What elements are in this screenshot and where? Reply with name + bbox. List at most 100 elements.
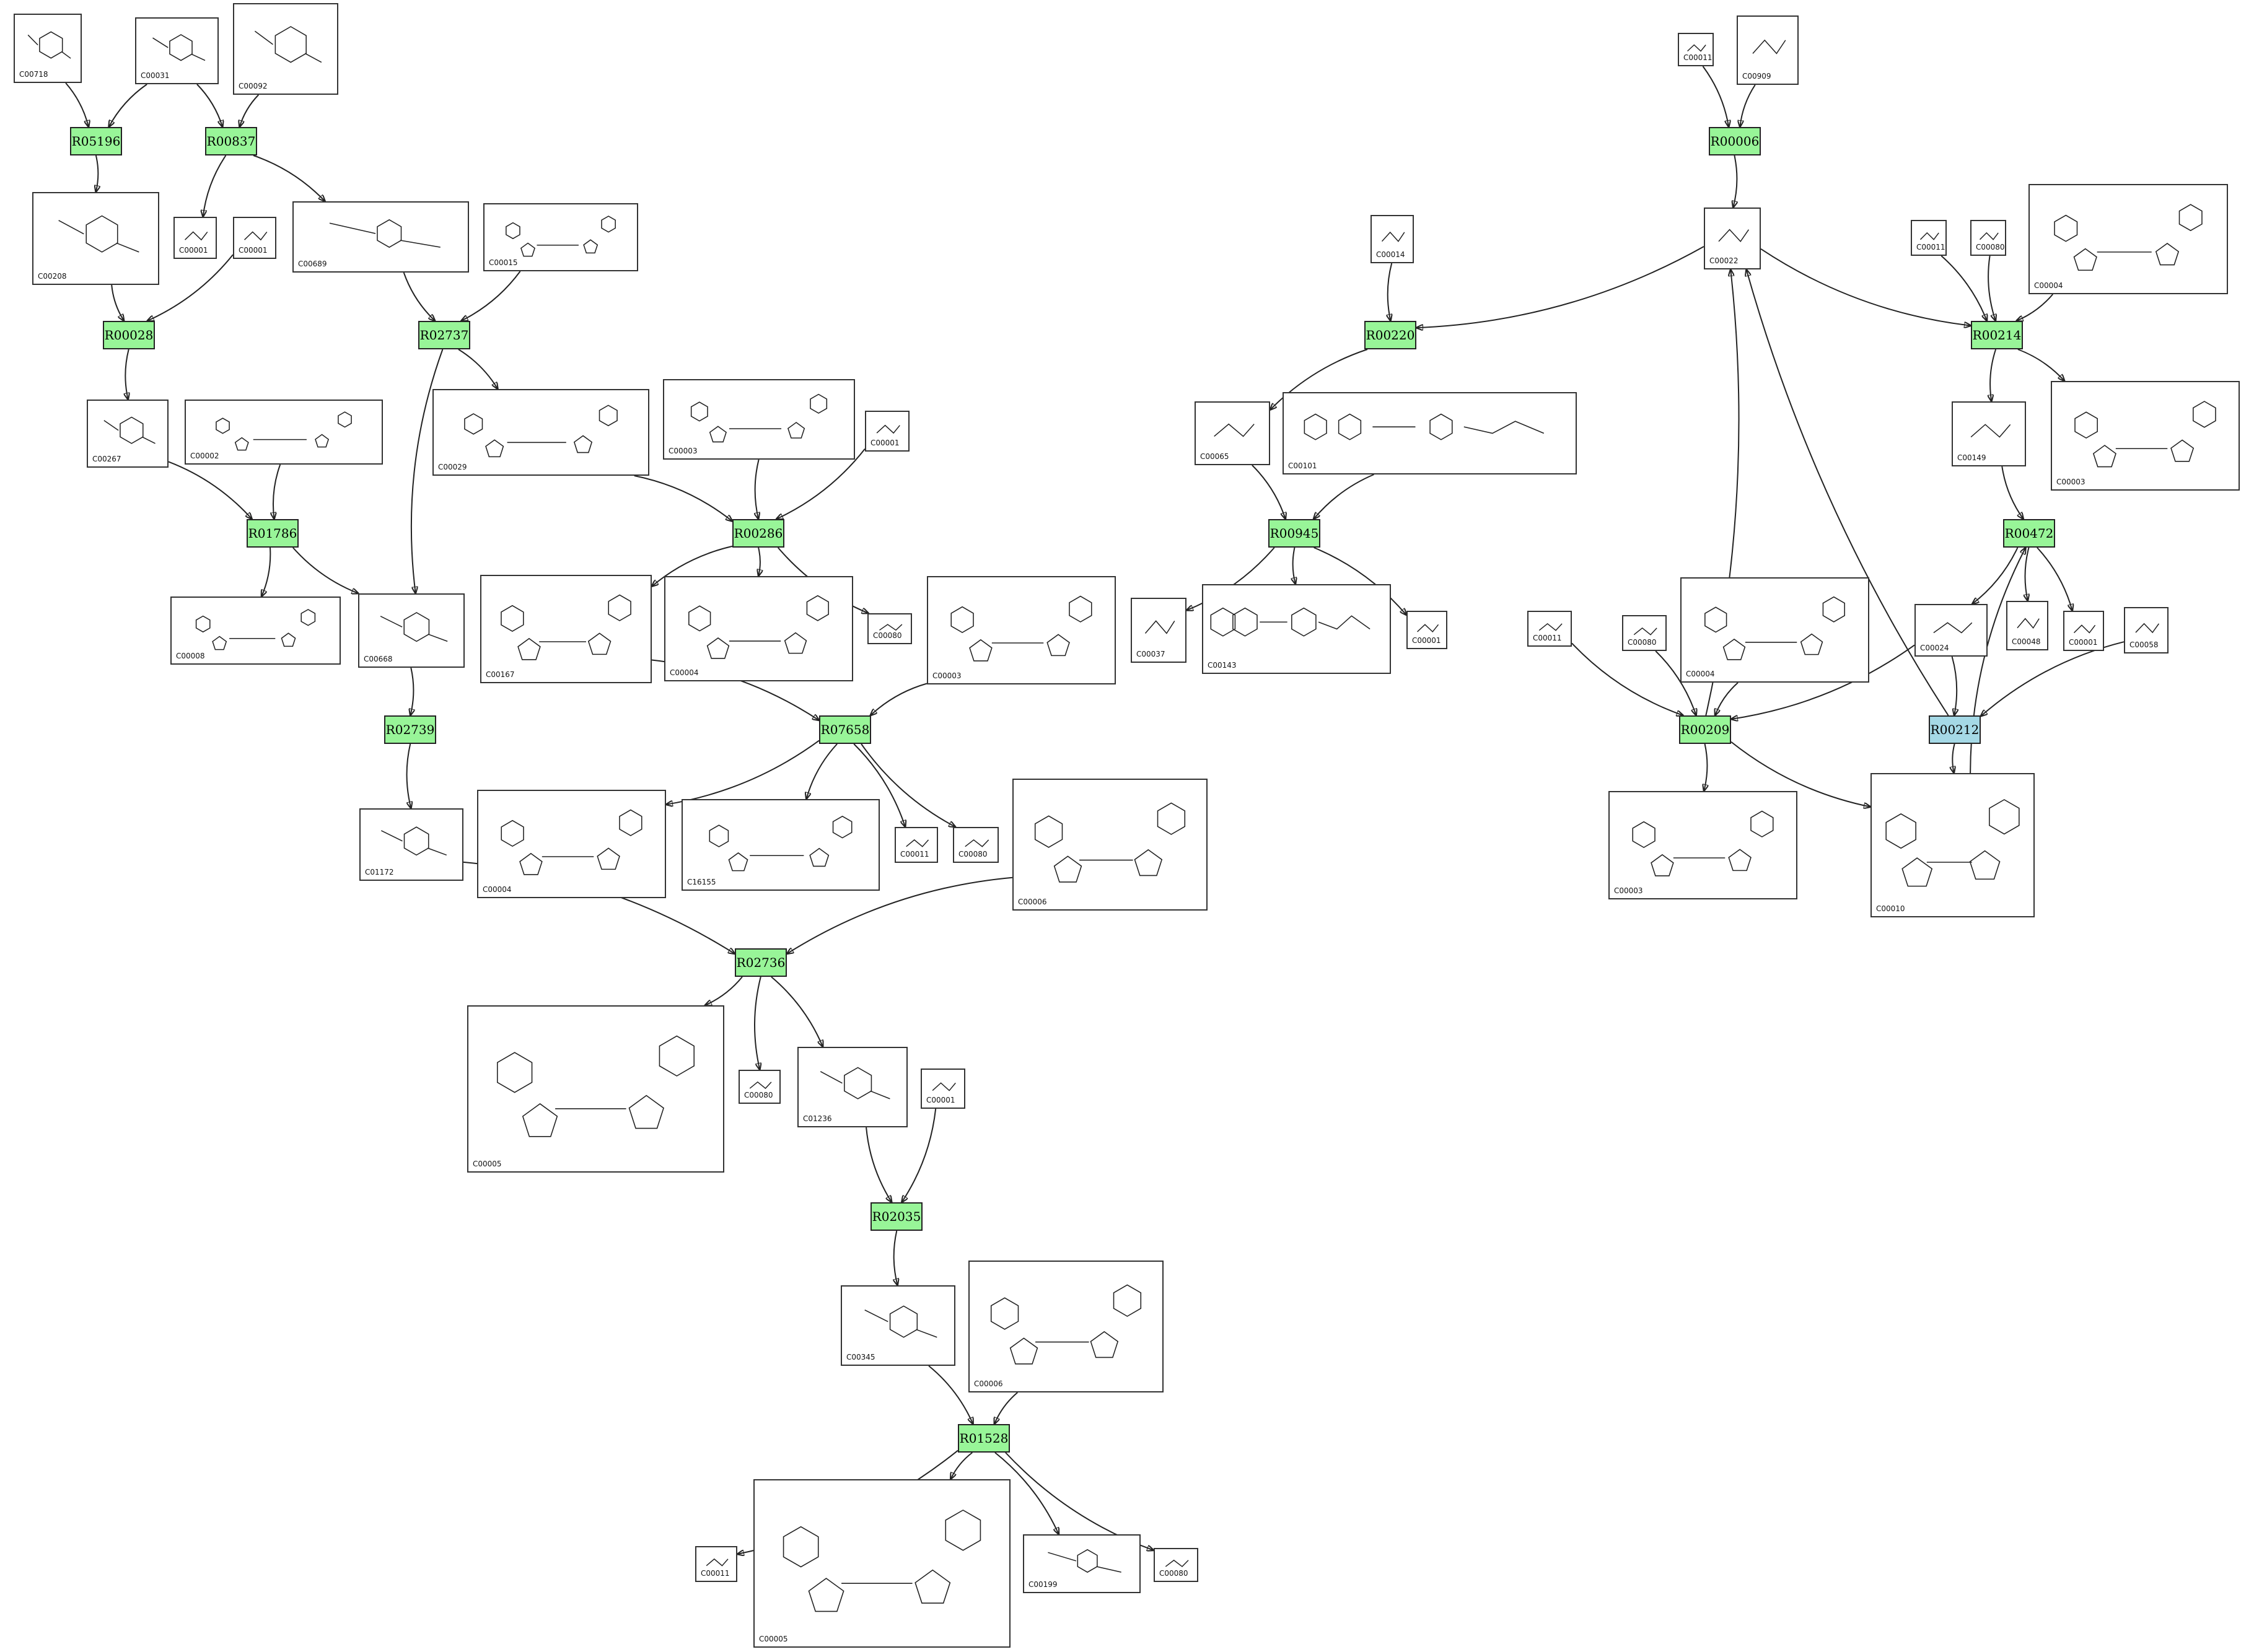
reaction-r00220[interactable]: R00220 (1364, 321, 1416, 349)
reaction-r00837[interactable]: R00837 (205, 127, 257, 155)
compound-c00024[interactable]: C00024 (1914, 604, 1988, 657)
compound-c00143[interactable]: C00143 (1202, 584, 1391, 674)
compound-id-label: C00011 (900, 850, 929, 859)
compound-c00001c[interactable]: C00001 (865, 411, 910, 452)
edge-R07658-c00080b (861, 743, 955, 827)
compound-c00199[interactable]: C00199 (1023, 1534, 1141, 1593)
compound-c00001b[interactable]: C00001 (233, 217, 276, 259)
compound-c00208[interactable]: C00208 (32, 192, 159, 285)
reaction-r02035[interactable]: R02035 (871, 1202, 923, 1231)
compound-c00065[interactable]: C00065 (1195, 401, 1270, 465)
structure-icon (688, 595, 829, 659)
compound-c00718[interactable]: C00718 (14, 14, 82, 83)
reaction-r00028[interactable]: R00028 (103, 321, 155, 349)
compound-c00002[interactable]: C00002 (185, 400, 383, 465)
compound-c00005b[interactable]: C00005 (753, 1479, 1011, 1648)
compound-c00006b[interactable]: C00006 (968, 1261, 1164, 1392)
compound-c00001e[interactable]: C00001 (1406, 611, 1447, 649)
edge-c00668-R02739 (410, 667, 413, 715)
compound-c00029[interactable]: C00029 (432, 389, 649, 476)
structure-icon (501, 594, 631, 660)
compound-c00167[interactable]: C00167 (480, 575, 652, 683)
compound-c16155[interactable]: C16155 (682, 799, 880, 891)
reaction-r00214[interactable]: R00214 (1971, 321, 2023, 349)
edge-c00014-R00220 (1388, 263, 1392, 321)
reaction-r01528[interactable]: R01528 (958, 1424, 1010, 1453)
compound-c00004a[interactable]: C00004 (664, 576, 853, 681)
compound-c00080c[interactable]: C00080 (739, 1070, 781, 1104)
compound-c00014[interactable]: C00014 (1370, 215, 1414, 263)
compound-c00004b[interactable]: C00004 (477, 790, 666, 898)
compound-id-label: C00080 (1976, 243, 2005, 251)
reaction-r00212[interactable]: R00212 (1929, 715, 1981, 744)
edge-c00909-R00006 (1740, 84, 1756, 127)
reaction-r00209[interactable]: R00209 (1679, 715, 1731, 744)
compound-c00022[interactable]: C00022 (1704, 208, 1761, 269)
reaction-r02739[interactable]: R02739 (384, 715, 436, 744)
edge-R00837-c00001a (203, 155, 227, 217)
compound-c00080f[interactable]: C00080 (1622, 615, 1667, 651)
compound-c00001a[interactable]: C00001 (173, 217, 217, 259)
reaction-r00006[interactable]: R00006 (1709, 127, 1761, 155)
edge-R00214-c00149 (1990, 349, 1997, 401)
edge-R00006-c00022 (1733, 155, 1737, 208)
compound-c00909[interactable]: C00909 (1737, 15, 1799, 85)
compound-c00003a[interactable]: C00003 (663, 379, 855, 460)
reaction-r05196[interactable]: R05196 (70, 127, 122, 155)
compound-id-label: C00031 (141, 71, 170, 80)
compound-c00001d[interactable]: C00001 (921, 1069, 965, 1109)
structure-icon (879, 624, 903, 631)
compound-c00345[interactable]: C00345 (841, 1285, 955, 1366)
compound-c00267[interactable]: C00267 (87, 400, 169, 468)
reaction-r02737[interactable]: R02737 (418, 321, 470, 349)
compound-c00003b[interactable]: C00003 (927, 576, 1116, 684)
compound-c00006a[interactable]: C00006 (1012, 779, 1208, 911)
compound-c00011d[interactable]: C00011 (1911, 220, 1947, 256)
compound-c00689[interactable]: C00689 (292, 201, 469, 273)
structure-icon (244, 231, 268, 241)
compound-c00031[interactable]: C00031 (135, 17, 219, 84)
edge-R00472-c00048 (2025, 547, 2028, 601)
structure-icon (501, 809, 642, 875)
compound-c00005a[interactable]: C00005 (467, 1005, 724, 1173)
reaction-r00945[interactable]: R00945 (1268, 519, 1320, 548)
compound-c00092[interactable]: C00092 (233, 3, 338, 95)
compound-c00011b[interactable]: C00011 (695, 1546, 737, 1582)
compound-c00008[interactable]: C00008 (170, 597, 341, 665)
compound-id-label: C00006 (1018, 898, 1047, 906)
compound-c00668[interactable]: C00668 (358, 593, 465, 668)
reaction-r07658[interactable]: R07658 (819, 715, 871, 744)
compound-id-label: C00048 (2012, 637, 2041, 646)
reaction-r02736[interactable]: R02736 (735, 948, 787, 977)
edge-R02739-c01172 (406, 743, 411, 808)
compound-c01236[interactable]: C01236 (797, 1047, 908, 1127)
compound-c00037[interactable]: C00037 (1131, 598, 1186, 663)
compound-c00011a[interactable]: C00011 (895, 827, 938, 863)
reaction-r00286[interactable]: R00286 (732, 519, 784, 548)
structure-icon (2017, 618, 2040, 629)
reaction-r00472[interactable]: R00472 (2003, 519, 2055, 548)
compound-c00080e[interactable]: C00080 (1970, 220, 2006, 256)
compound-c00058[interactable]: C00058 (2124, 607, 2169, 653)
reaction-r01786[interactable]: R01786 (247, 519, 299, 548)
compound-c00010[interactable]: C00010 (1870, 773, 2035, 917)
compound-c00011c[interactable]: C00011 (1678, 33, 1714, 66)
compound-c00080b[interactable]: C00080 (953, 827, 999, 863)
compound-id-label: C00001 (179, 246, 208, 255)
compound-id-label: C00080 (744, 1091, 773, 1099)
compound-c00015[interactable]: C00015 (483, 203, 638, 271)
compound-c01172[interactable]: C01172 (359, 808, 463, 881)
compound-c00080d[interactable]: C00080 (1154, 1548, 1198, 1582)
compound-c00003d[interactable]: C00003 (1608, 791, 1797, 899)
compound-c00004d[interactable]: C00004 (1680, 577, 1869, 683)
compound-c00011e[interactable]: C00011 (1527, 611, 1572, 647)
compound-c00001f[interactable]: C00001 (2063, 611, 2104, 651)
compound-c00048[interactable]: C00048 (2006, 601, 2048, 650)
compound-c00004c[interactable]: C00004 (2028, 184, 2228, 294)
compound-c00101[interactable]: C00101 (1283, 392, 1577, 474)
compound-c00003c[interactable]: C00003 (2051, 381, 2240, 491)
compound-c00080a[interactable]: C00080 (867, 613, 912, 644)
structure-icon (464, 404, 618, 458)
structure-icon (496, 1035, 695, 1137)
compound-c00149[interactable]: C00149 (1952, 401, 2026, 466)
